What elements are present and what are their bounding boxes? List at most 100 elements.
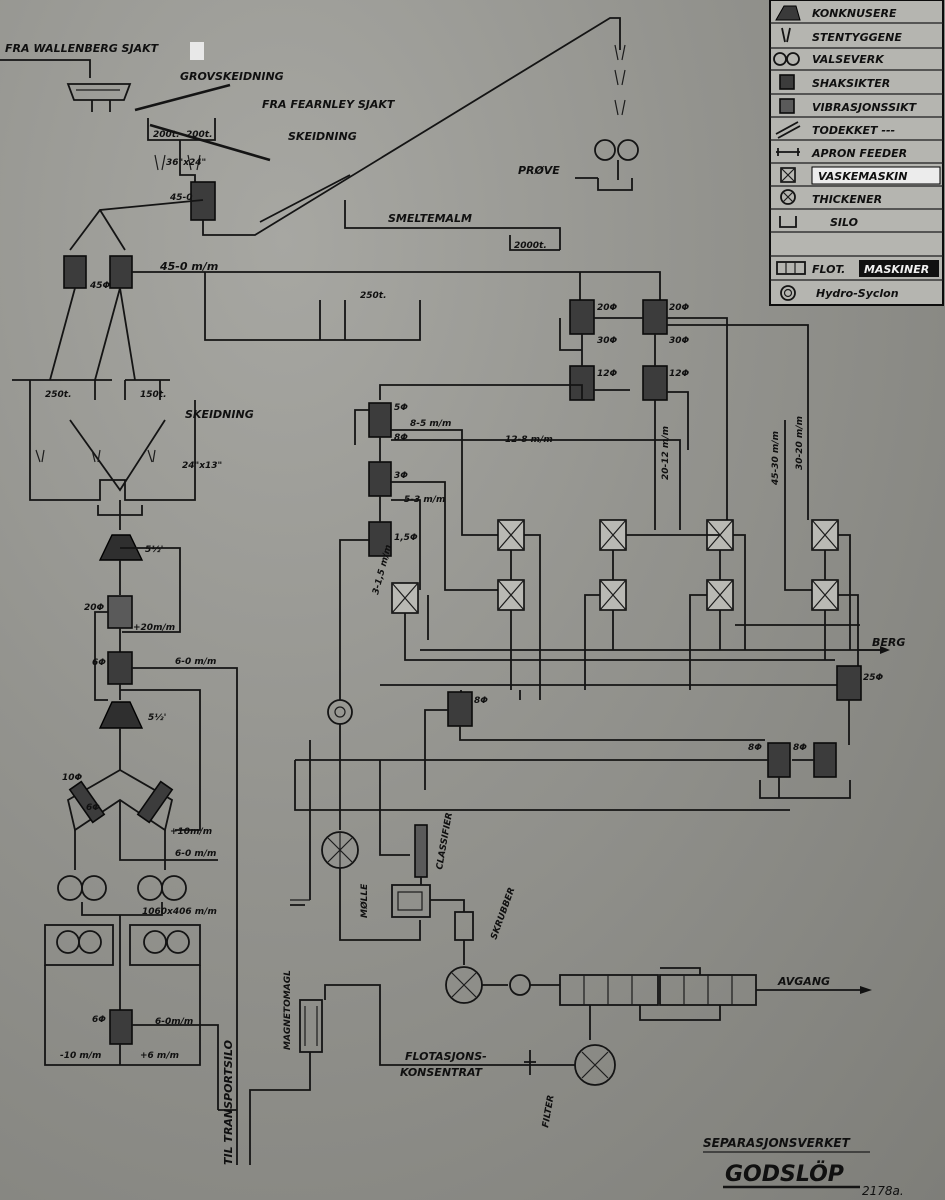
label-filter: FILTER (541, 1094, 557, 1128)
label-size-5: 5Φ (394, 403, 408, 413)
upper-right-screens (379, 299, 809, 530)
legend-label-flotation: FLOT. (812, 263, 845, 276)
vibration-screen-icon (779, 98, 795, 114)
label-size-plus6: +6 m/m (140, 1051, 179, 1061)
label-silo-2000: 2000t. (514, 241, 547, 251)
hydrocyclone-icon (780, 285, 796, 301)
title-block: SEPARASJONSVERKET GODSLÖP 2178a. (703, 1136, 904, 1198)
shaking-screen-icon (779, 74, 795, 90)
label-cone1: 5½' (145, 545, 163, 555)
washer-4 (599, 579, 627, 611)
label-size-6-10: -10 m/m (60, 1051, 101, 1061)
legend-label-roll-mill: VALSEVERK (812, 53, 885, 66)
thickener-3 (574, 1044, 616, 1086)
label-mole: MØLLE (359, 883, 370, 918)
drawing-title: SEPARASJONSVERKET (703, 1136, 851, 1150)
label-size-8: 8Φ (394, 433, 408, 443)
label-size-6c: 6Φ (92, 1015, 106, 1025)
thickener-icon (780, 189, 796, 205)
label-fra-wallenberg: FRA WALLENBERG SJAKT (5, 42, 160, 55)
label-size-6-0a: 6-0 m/m (175, 657, 216, 667)
label-size-20: 20Φ (84, 603, 105, 613)
label-size-6a: 6Φ (92, 658, 106, 668)
fine-screens (339, 402, 812, 700)
label-skrubber: SKRUBBER (489, 886, 517, 941)
label-size-plus10: +10m/m (170, 827, 212, 837)
berg-line (294, 646, 890, 900)
legend-label-apron-feeder: APRON FEEDER (811, 147, 907, 160)
legend-label-vibration-screen: VIBRASJONSSIKT (812, 101, 918, 114)
label-transport-silo: TIL TRANSPORTSILO (222, 1040, 235, 1165)
belt-conveyor-icon (775, 121, 801, 139)
label-size-12a: 12Φ (597, 369, 618, 379)
label-grovskeidning: GROVSKEIDNING (180, 70, 284, 83)
label-size-20-12: 20-12 m/m (661, 426, 671, 480)
thickener-1 (321, 831, 359, 869)
thickener-2 (445, 966, 483, 1004)
washer-9 (391, 582, 419, 614)
feed-section (0, 17, 639, 251)
label-skeidning: SKEIDNING (288, 130, 357, 143)
label-silo-150: 150t. (140, 390, 167, 400)
label-flot-kons: FLOTASJONS- (405, 1050, 487, 1063)
label-size-8e: 8Φ (793, 743, 807, 753)
washing-machine-icon (780, 167, 796, 183)
washer-6 (706, 579, 734, 611)
legend-label-crusher: KONKNUSERE (812, 7, 897, 20)
rod-crusher-icon (781, 27, 791, 43)
label-size-plus20: +20m/m (133, 623, 175, 633)
label-size-6b: 6Φ (86, 803, 100, 813)
primary-screens (12, 255, 661, 501)
crushing-chain (44, 500, 238, 1165)
label-size-6-0b: 6-0 m/m (175, 849, 216, 859)
label-size-30-20: 30-20 m/m (795, 416, 805, 470)
label-silo-200b: 200t. (186, 130, 213, 140)
label-skeidning2: SKEIDNING (185, 408, 254, 421)
label-size-8-5: 8-5 m/m (410, 419, 451, 429)
label-silo-250b: 250t. (45, 390, 72, 400)
label-size-36: 36"x24" (166, 158, 206, 168)
label-size-12b: 12Φ (669, 369, 690, 379)
label-size-6-0c: 6-0m/m (155, 1017, 193, 1027)
label-size-8c: 8Φ (474, 696, 488, 706)
flotation-section (249, 699, 872, 1165)
washing-machines (391, 519, 880, 690)
legend-label-flotation-2: MASKINER (864, 263, 929, 276)
label-magnetomagl: MAGNETOMAGL (283, 970, 293, 1050)
legend-label-washing-machine: VASKEMASKIN (818, 170, 907, 183)
label-size-25: 25Φ (863, 673, 884, 683)
washer-3 (599, 519, 627, 551)
legend-label-rod-crusher: STENTYGGENE (812, 31, 902, 44)
legend-label-thickener: THICKENER (812, 193, 882, 206)
label-cone2: 5½' (148, 713, 166, 723)
label-size-5-3: 5-3 m/m (404, 495, 445, 505)
washer-8 (811, 579, 839, 611)
roll-mill-icon (773, 52, 800, 66)
drawing-number: 2178a. (862, 1184, 904, 1198)
legend: KONKNUSERE STENTYGGENE VALSEVERK SHAKSIK… (769, 0, 944, 306)
label-size-45-0: 45-0 (169, 193, 193, 203)
legend-label-silo: SILO (830, 216, 858, 229)
label-size-45-30: 45-30 m/m (771, 431, 781, 486)
label-conveyor-45-0: 45-0 m/m (159, 260, 218, 273)
silo-icon (779, 216, 797, 228)
label-size-45: 45Φ (89, 281, 111, 291)
legend-label-hydrocyclone: Hydro-Syclon (816, 287, 899, 300)
washer-7 (811, 519, 839, 551)
label-size-3: 3Φ (394, 471, 408, 481)
washer-2 (497, 579, 525, 611)
label-size-1060: 1060x406 m/m (142, 907, 217, 917)
label-size-30a: 30Φ (597, 336, 618, 346)
label-silo-200a: 200t. (153, 130, 180, 140)
legend-label-shaking-screen: SHAKSIKTER (812, 77, 890, 90)
label-size-30b: 30Φ (669, 336, 690, 346)
label-size-8d: 8Φ (748, 743, 762, 753)
apron-feeder-icon (776, 148, 800, 156)
label-prove: PRØVE (518, 164, 560, 177)
label-size-20b: 20Φ (669, 303, 690, 313)
drawing-subtitle: GODSLÖP (725, 1161, 844, 1187)
label-size-10: 10Φ (62, 773, 83, 783)
washer-1 (497, 519, 525, 551)
